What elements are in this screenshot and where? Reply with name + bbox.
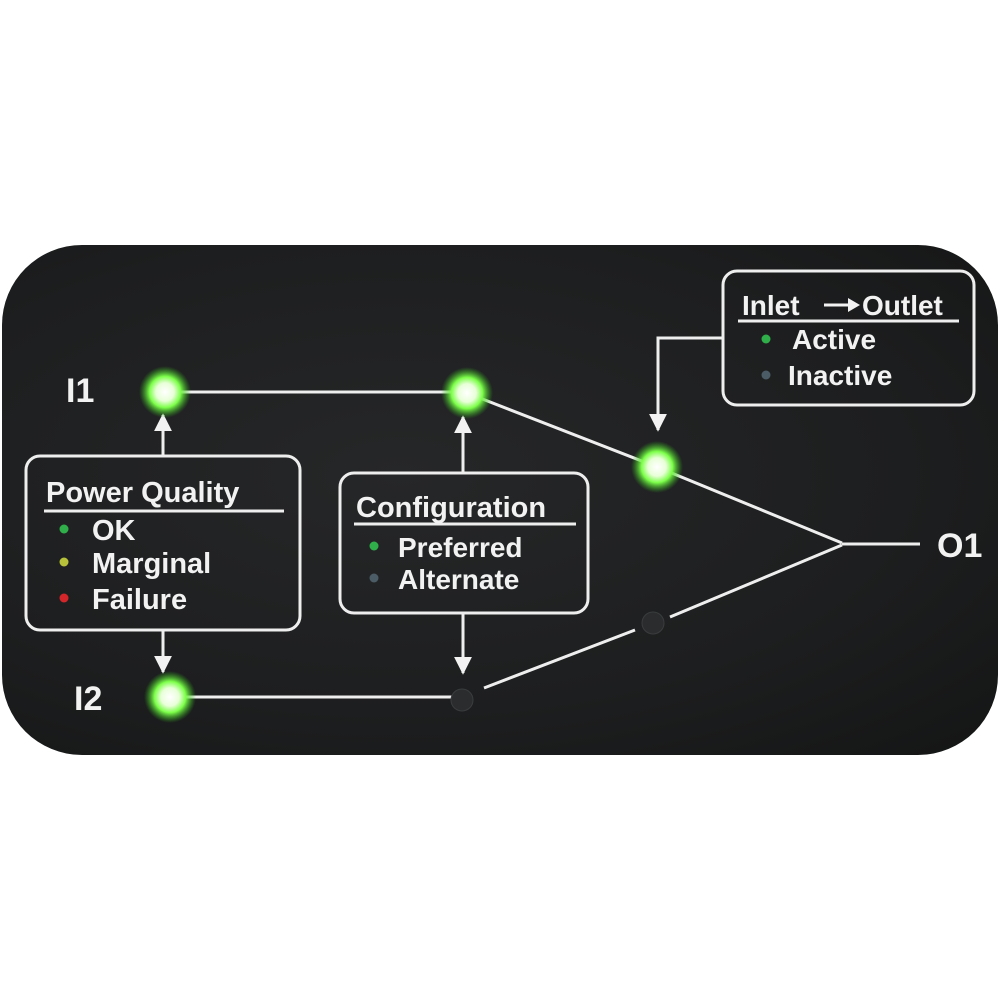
flow-diagram: I1 I2 O1 Power Quality OK Marginal Failu…	[24, 269, 982, 723]
inactive-dot	[761, 370, 771, 380]
failure-label: Failure	[92, 584, 187, 616]
config-to-inlet-line	[466, 391, 653, 467]
configuration-title: Configuration	[356, 492, 546, 524]
ok-dot	[59, 524, 69, 534]
marginal-label: Marginal	[92, 548, 211, 580]
output-1-label: O1	[937, 527, 982, 565]
failure-dot	[59, 593, 69, 603]
lower-branch-line-a	[483, 628, 636, 690]
input-1-label: I1	[66, 372, 94, 410]
inactive-label: Inactive	[788, 360, 892, 391]
inlet-box-pointer	[649, 336, 724, 432]
inlet-title: Inlet	[742, 290, 800, 321]
preferred-dot	[369, 541, 379, 551]
wiring	[154, 336, 920, 699]
inlet-outlet-box	[721, 269, 976, 407]
configuration-box	[338, 471, 590, 615]
preferred-label: Preferred	[398, 532, 523, 563]
config-top-led	[441, 367, 493, 419]
active-label: Active	[792, 324, 876, 355]
i2-led	[144, 671, 196, 723]
inlet-lower-led	[641, 611, 665, 635]
alternate-label: Alternate	[398, 564, 519, 595]
inlet-upper-led	[631, 441, 683, 493]
lower-branch-line-b	[669, 543, 843, 619]
active-dot	[761, 334, 771, 344]
alternate-dot	[369, 573, 379, 583]
inlet-to-merge-line	[656, 465, 843, 545]
input-2-label: I2	[74, 680, 102, 718]
arrow-right-icon	[824, 298, 860, 312]
i1-led	[139, 366, 191, 418]
marginal-dot	[59, 557, 69, 567]
outlet-title: Outlet	[862, 290, 943, 321]
ok-label: OK	[92, 515, 136, 547]
power-quality-box	[24, 454, 302, 632]
config-bottom-led	[450, 688, 474, 712]
power-quality-title: Power Quality	[46, 477, 239, 509]
status-panel: I1 I2 O1 Power Quality OK Marginal Failu…	[2, 245, 998, 755]
